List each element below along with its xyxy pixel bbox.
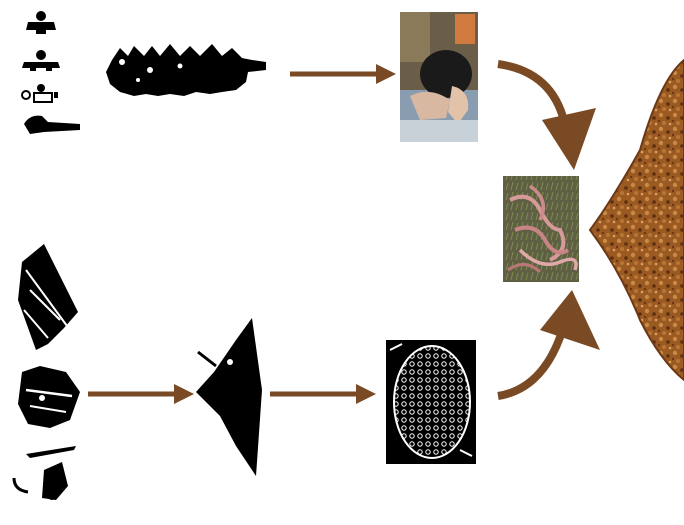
person-silhouette-3 [22,84,58,102]
arrow-processor-to-mesh [270,384,376,404]
earthworms-photo [503,176,579,282]
soil-pile [590,60,684,380]
machine-silhouette-3 [14,446,76,500]
person-silhouette-2 [22,50,60,71]
processing-machine-silhouette [196,318,262,476]
machinery-silhouettes [14,244,80,500]
machine-silhouette-1 [18,244,78,350]
arrow-machines-to-processor [88,384,194,404]
machine-silhouette-2 [18,366,80,428]
person-silhouette-1 [26,11,56,34]
person-silhouette-4 [24,116,80,134]
arrow-crowd-to-person [290,64,396,84]
person-hair-photo [400,12,478,142]
crowd-silhouette [106,44,266,96]
mesh-container [386,340,476,464]
people-silhouettes [22,11,80,134]
arrow-mesh-to-worms [498,290,600,396]
arrow-person-to-worms [498,64,596,170]
